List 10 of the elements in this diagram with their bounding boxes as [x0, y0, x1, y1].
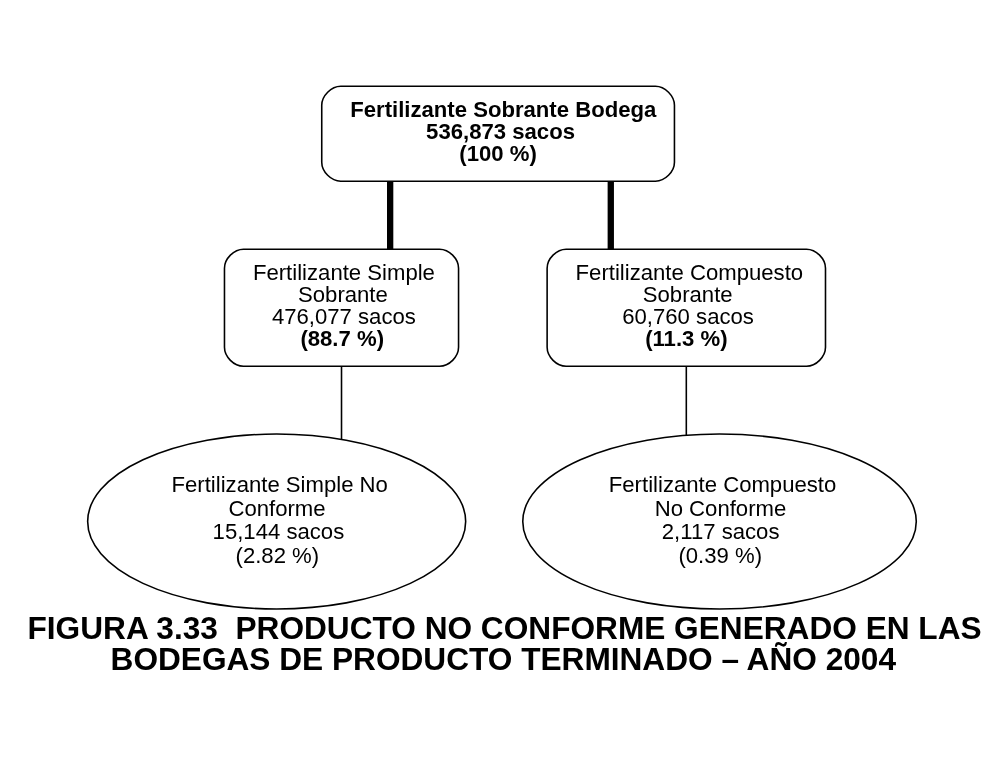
node-ellipse: Fertilizante Simple No Conforme 15,144 sacos (2.82 %): [86, 433, 467, 610]
connector: [607, 181, 614, 250]
node-box: Fertilizante Compuesto Sobrante 60,760 sacos (11.3 %): [546, 248, 827, 368]
caption: FIGURA 3.33 PRODUCTO NO CONFORME GENERADO EN LAS BODEGAS DE PRODUCTO TERMINADO – AÑO 2004: [27, 609, 982, 678]
connector: [387, 181, 394, 250]
node-box: Fertilizante Sobrante Bodega 536,873 sacos (100 %): [320, 85, 676, 182]
connector: [685, 365, 688, 437]
node-box: Fertilizante Simple Sobrante 476,077 sacos (88.7 %): [223, 248, 460, 368]
node-ellipse: Fertilizante Compuesto No Conforme 2,117 sacos (0.39 %): [522, 433, 918, 610]
connector: [340, 365, 343, 441]
